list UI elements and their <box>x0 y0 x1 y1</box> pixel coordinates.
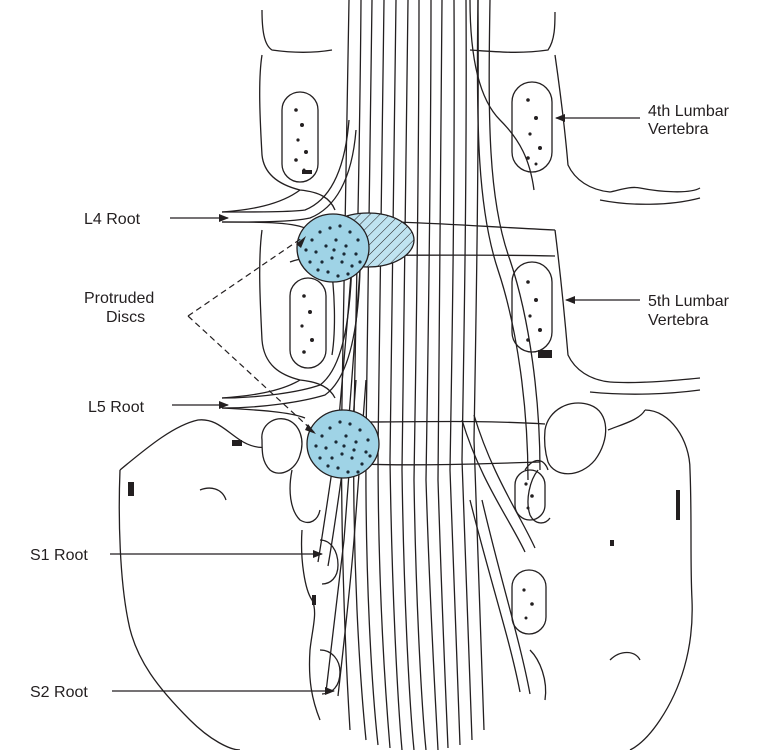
protruded-dash-lower <box>188 316 314 432</box>
label-l4-root: L4 Root <box>84 211 141 228</box>
disc-bulge-upper <box>297 214 369 282</box>
protruded-dash-upper <box>188 238 302 316</box>
leader-lines <box>110 118 640 691</box>
vertebra-l4 <box>222 10 700 228</box>
nerve-bundle <box>222 0 540 750</box>
label-protruded-line1: Protruded <box>84 290 154 307</box>
label-lumbar5-line2: Vertebra <box>648 312 709 329</box>
label-lumbar4-line1: 4th Lumbar <box>648 103 730 120</box>
label-protruded-line2: Discs <box>106 309 145 326</box>
label-s1-root: S1 Root <box>30 547 88 564</box>
protruded-disc-upper <box>297 213 414 282</box>
label-lumbar4-line2: Vertebra <box>648 121 709 138</box>
disc-bulge-lower <box>307 410 379 478</box>
label-l5-root: L5 Root <box>88 399 145 416</box>
label-lumbar5-line1: 5th Lumbar <box>648 293 730 310</box>
sacrum <box>119 403 692 750</box>
vertebra-l5 <box>222 230 700 418</box>
label-s2-root: S2 Root <box>30 684 88 701</box>
protruded-disc-lower <box>307 410 379 478</box>
